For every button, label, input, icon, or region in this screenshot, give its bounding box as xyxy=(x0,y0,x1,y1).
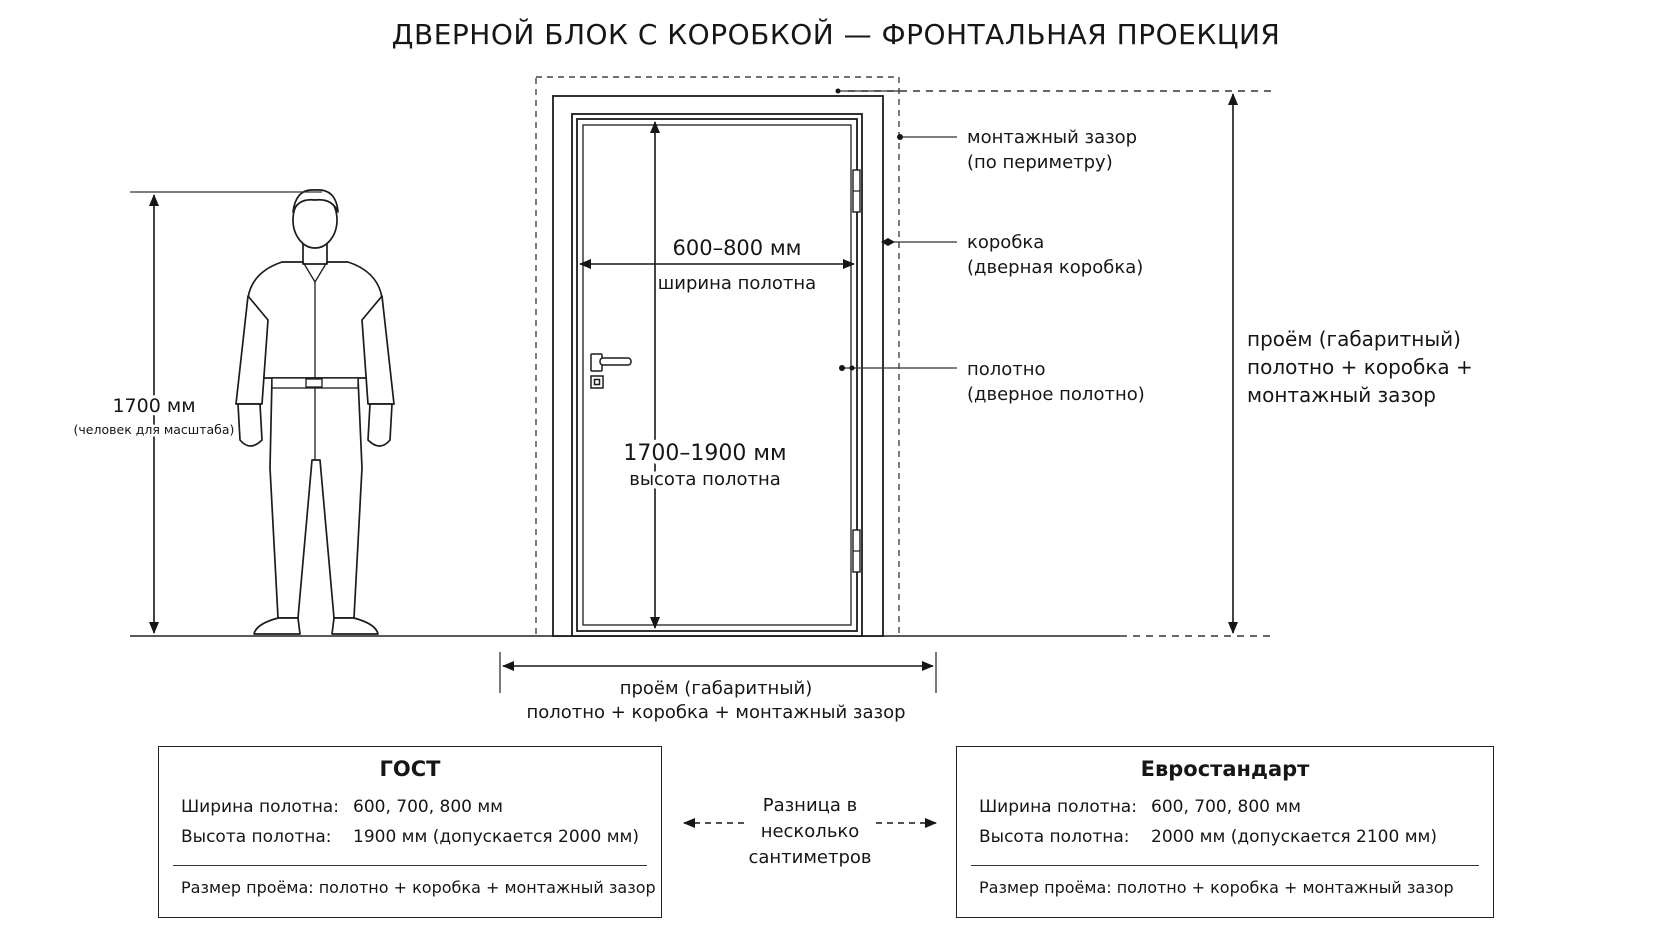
door-leaf xyxy=(576,118,858,632)
gost-height-key: Высота полотна: xyxy=(181,827,332,847)
opening-right-line2: полотно + коробка + xyxy=(1247,355,1473,379)
opening-right-line3: монтажный зазор xyxy=(1247,383,1436,407)
gost-height-value: 1900 мм (допускается 2000 мм) xyxy=(353,827,640,847)
callout-mounting-gap-line1: монтажный зазор xyxy=(967,127,1137,148)
euro-standard-box: Евростандарт Ширина полотна: 600, 700, 8… xyxy=(956,746,1494,918)
gost-standard-box: ГОСТ Ширина полотна: 600, 700, 800 мм Вы… xyxy=(158,746,662,918)
gost-title: ГОСТ xyxy=(379,757,441,781)
difference-line1: Разница в xyxy=(762,795,858,816)
euro-divider xyxy=(971,865,1479,866)
euro-height-value: 2000 мм (допускается 2100 мм) xyxy=(1151,827,1438,847)
opening-right-line1: проём (габаритный) xyxy=(1247,327,1461,351)
gost-opening-formula: Размер проёма: полотно + коробка + монта… xyxy=(181,878,656,897)
door-width-value: 600–800 мм xyxy=(672,236,801,260)
gost-width-value: 600, 700, 800 мм xyxy=(353,797,504,817)
difference-line2: несколько xyxy=(760,821,860,842)
gost-width-key: Ширина полотна: xyxy=(181,797,339,817)
person-details xyxy=(271,261,359,460)
callout-leaf-line2: (дверное полотно) xyxy=(967,384,1145,405)
page-title: ДВЕРНОЙ БЛОК С КОРОБКОЙ — ФРОНТАЛЬНАЯ ПР… xyxy=(391,18,1281,51)
callout-frame-line2: (дверная коробка) xyxy=(967,257,1143,278)
euro-title: Евростандарт xyxy=(1140,757,1310,781)
person-height-value: 1700 мм xyxy=(112,395,195,417)
opening-bottom-line2: полотно + коробка + монтажный зазор xyxy=(526,702,905,723)
door-height-label: высота полотна xyxy=(629,469,781,490)
door-handle xyxy=(590,353,632,389)
person-height-note: (человек для масштаба) xyxy=(74,422,235,437)
difference-label: Разница в несколько сантиметров xyxy=(740,793,880,871)
euro-height-key: Высота полотна: xyxy=(979,827,1130,847)
callout-mounting-gap-line2: (по периметру) xyxy=(967,152,1113,173)
door-height-value: 1700–1900 мм xyxy=(623,441,786,466)
callout-leaf-line1: полотно xyxy=(967,359,1046,380)
door-width-label: ширина полотна xyxy=(658,273,816,294)
difference-line3: сантиметров xyxy=(748,847,872,868)
gost-divider xyxy=(173,865,647,866)
opening-bottom-line1: проём (габаритный) xyxy=(620,678,813,699)
callout-frame-line1: коробка xyxy=(967,232,1044,253)
euro-opening-formula: Размер проёма: полотно + коробка + монта… xyxy=(979,878,1454,897)
euro-width-value: 600, 700, 800 мм xyxy=(1151,797,1302,817)
euro-width-key: Ширина полотна: xyxy=(979,797,1137,817)
